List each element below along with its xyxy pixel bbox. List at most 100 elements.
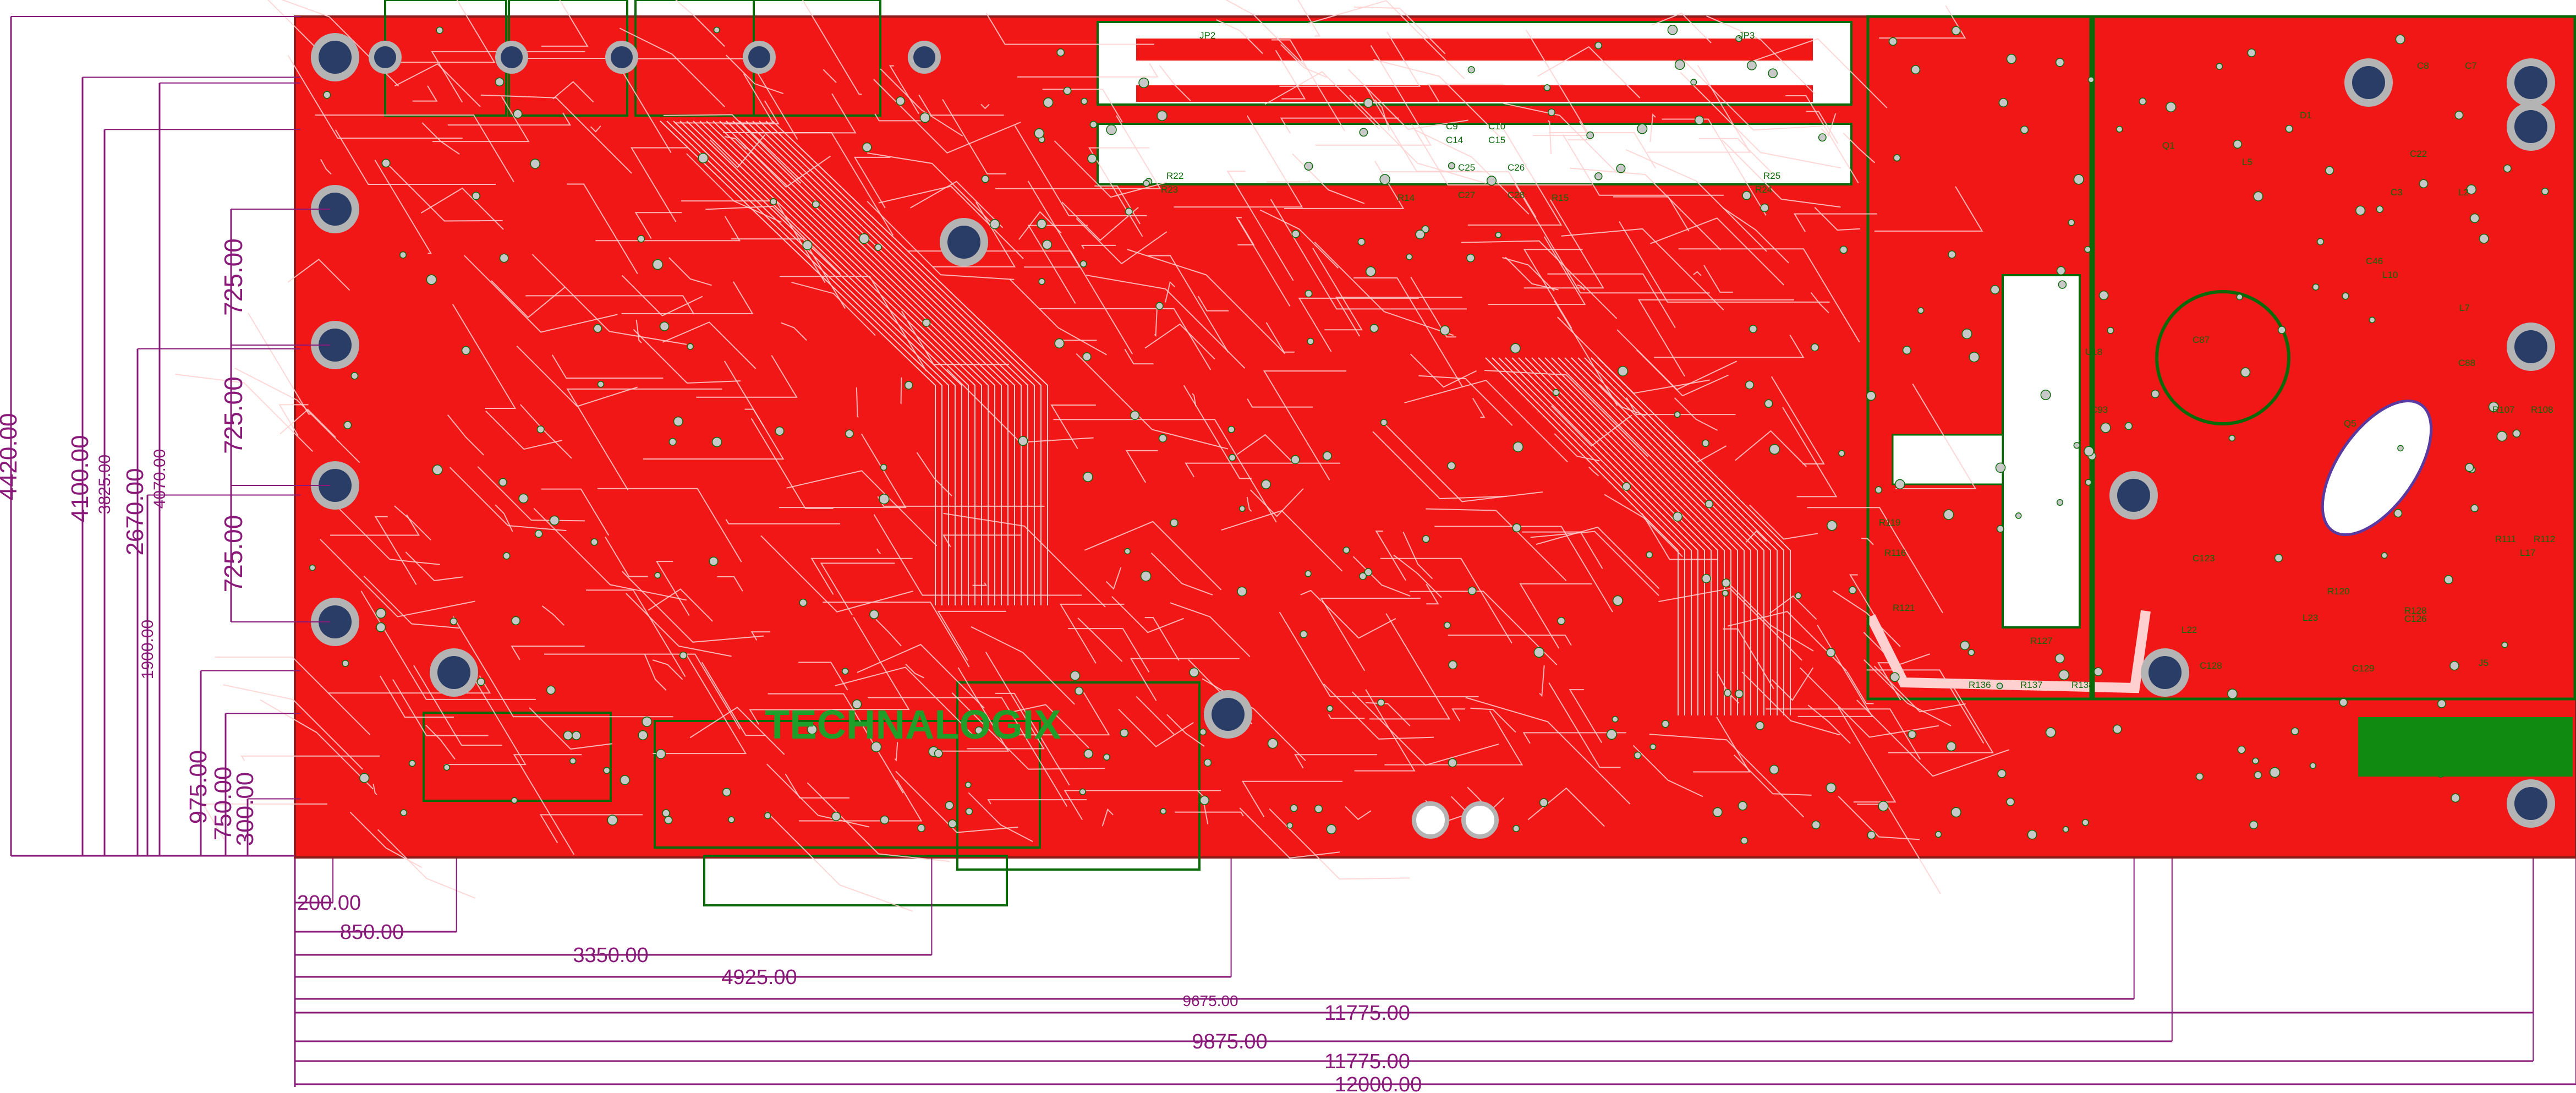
trace: [1547, 273, 1676, 329]
q5-slot: [2321, 399, 2433, 537]
component-label: C8: [2417, 61, 2429, 71]
trace: [744, 408, 765, 428]
via: [2269, 767, 2281, 778]
component-label: C26: [1508, 162, 1525, 173]
dimension-label: 2670.00: [122, 468, 149, 555]
via: [1305, 570, 1312, 577]
trace: [1335, 297, 1462, 337]
trace: [1249, 488, 1304, 517]
via: [2085, 479, 2092, 486]
trace: [421, 122, 460, 155]
trace: [1599, 384, 1646, 416]
trace: [1539, 665, 1545, 697]
trace: [1806, 111, 1839, 144]
via: [1082, 472, 1093, 482]
via: [2316, 238, 2325, 245]
via: [722, 788, 731, 797]
bus-trace: [712, 121, 989, 605]
trace: [894, 742, 898, 762]
dimension-label: 12000.00: [1335, 1073, 1422, 1093]
via: [2466, 184, 2476, 195]
trace: [1381, 420, 1543, 502]
via: [1422, 535, 1430, 543]
component-label: R23: [1161, 184, 1178, 195]
via: [1448, 758, 1457, 768]
trace: [652, 659, 683, 680]
via: [1998, 98, 2008, 108]
via: [1667, 25, 1678, 35]
via: [2541, 188, 2549, 195]
via: [1586, 131, 1594, 139]
via: [638, 730, 648, 740]
via: [1827, 520, 1838, 531]
trace: [1652, 12, 1712, 43]
trace: [1749, 504, 1818, 540]
trace: [1365, 702, 1411, 726]
component-label: Q1: [2162, 140, 2175, 151]
trace: [1797, 625, 1873, 717]
via: [1890, 672, 1900, 682]
trace: [791, 281, 876, 336]
component-label: C15: [1488, 135, 1505, 145]
trace: [786, 470, 938, 546]
via: [2449, 660, 2459, 671]
component-label: R138: [2071, 680, 2094, 690]
via: [2249, 821, 2259, 829]
trace: [1236, 217, 1291, 307]
dimension-label: 4100.00: [67, 435, 94, 522]
trace: [379, 675, 454, 718]
bottom-connector-outline: [703, 855, 1008, 906]
via: [2339, 698, 2348, 707]
via: [1712, 807, 1723, 817]
trace: [1514, 183, 1710, 294]
trace: [1226, 171, 1294, 281]
bus-trace: [719, 121, 995, 605]
via: [563, 730, 573, 740]
via: [549, 515, 560, 526]
trace: [1345, 806, 1372, 821]
trace: [586, 589, 686, 677]
bus-trace: [1544, 357, 1738, 715]
component-label: L22: [2182, 625, 2197, 635]
trace: [760, 535, 914, 613]
trace: [1785, 95, 1859, 184]
via: [1124, 548, 1131, 555]
mounting-hole: [319, 41, 352, 74]
via: [597, 381, 605, 388]
via: [770, 198, 777, 206]
via: [1811, 343, 1819, 352]
via: [2501, 641, 2508, 648]
via: [1769, 444, 1780, 455]
trace: [1369, 613, 1451, 720]
via: [2419, 179, 2429, 189]
via: [1724, 689, 1731, 697]
trace: [330, 514, 420, 536]
via: [922, 318, 931, 327]
trace: [995, 115, 1161, 189]
trace: [533, 508, 687, 601]
trace: [544, 653, 741, 730]
trace: [1127, 249, 1286, 354]
trace: [1625, 149, 1767, 252]
bus-trace: [1571, 357, 1764, 715]
trace: [857, 643, 985, 709]
trace: [995, 692, 1070, 786]
mounting-hole: [2117, 479, 2150, 512]
via: [1634, 751, 1642, 759]
via: [1951, 26, 1961, 35]
dimension-label: 1900.00: [139, 620, 157, 679]
trace: [1810, 292, 1829, 313]
trace: [1680, 72, 1841, 169]
trace: [1354, 689, 1416, 772]
via: [1637, 123, 1648, 134]
via: [342, 660, 349, 667]
trace: [447, 112, 572, 126]
via: [799, 598, 808, 607]
trace: [741, 142, 831, 188]
via: [1160, 808, 1167, 815]
trace: [1641, 513, 1718, 560]
trace: [420, 187, 504, 230]
trace: [643, 360, 785, 460]
via: [1539, 798, 1548, 807]
trace: [619, 28, 726, 107]
